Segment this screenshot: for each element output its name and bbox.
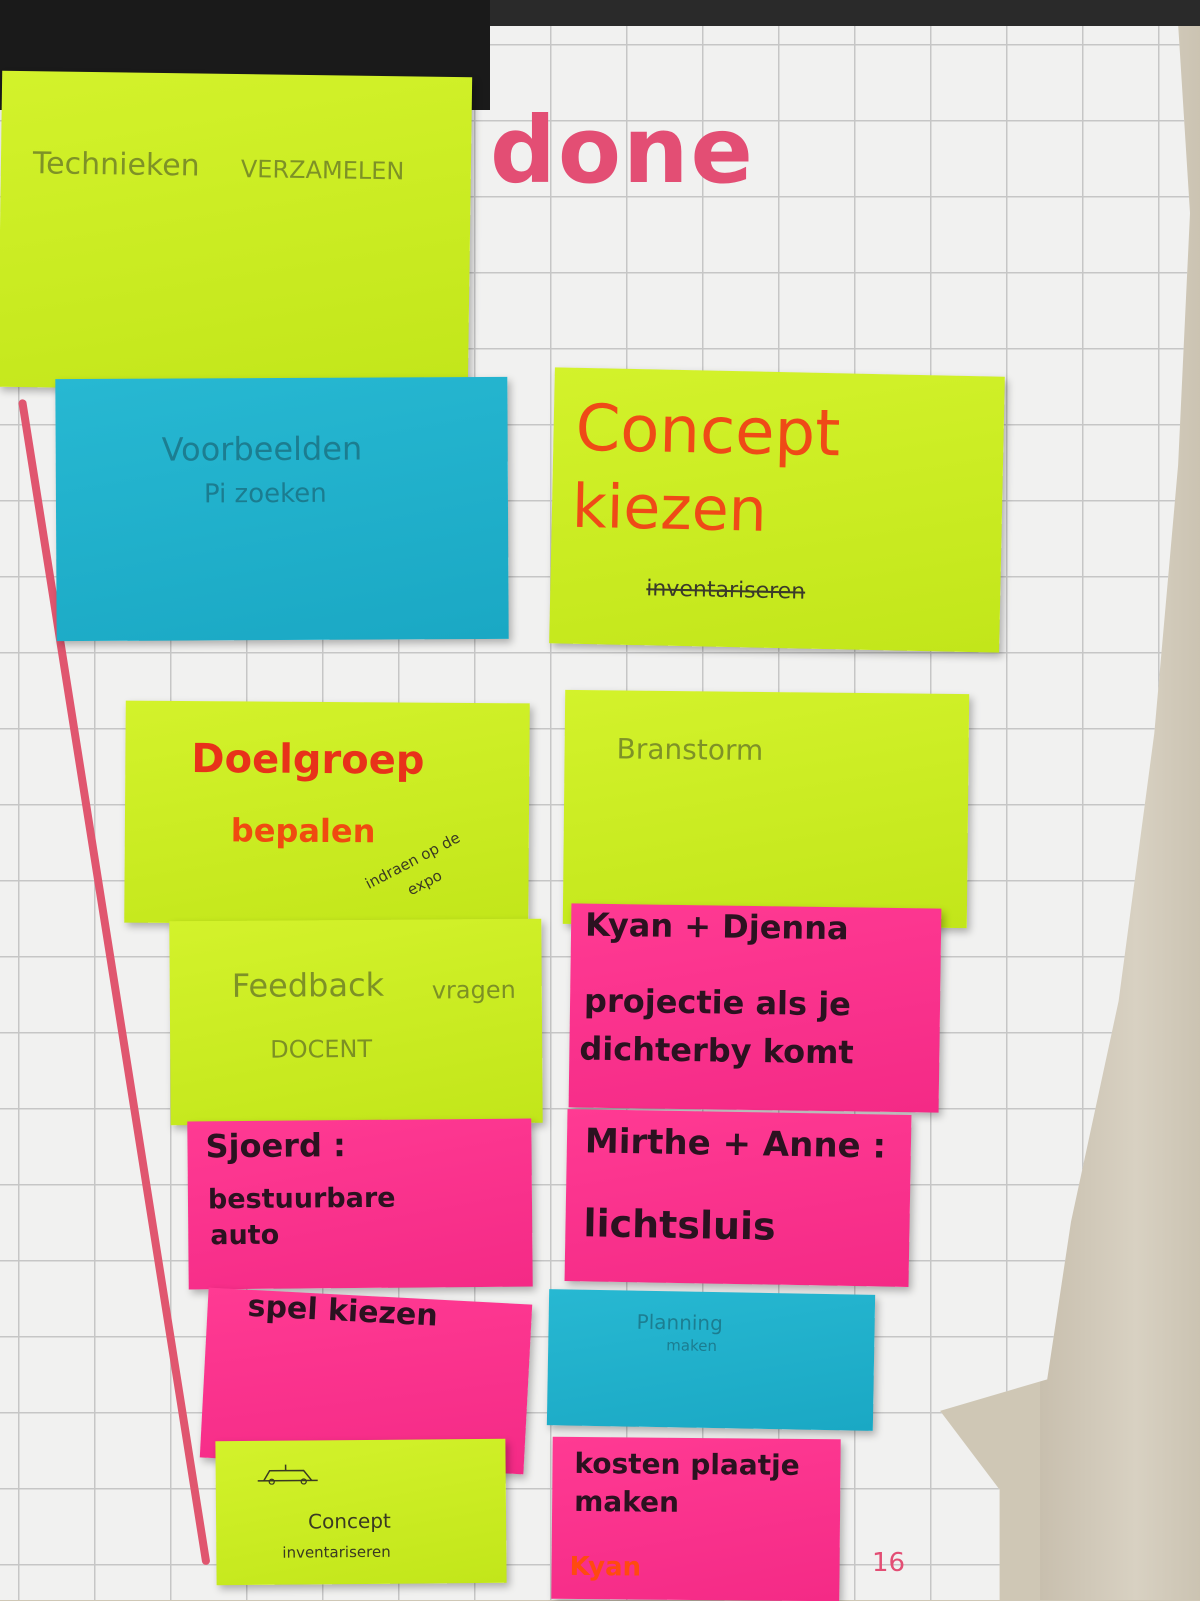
note-line: Feedback <box>231 965 385 1005</box>
sticky-note-projection[interactable]: Kyan + Djenna projectie als je dichterby… <box>568 903 942 1113</box>
sticky-note-planning[interactable]: Planning maken <box>546 1289 876 1431</box>
note-line: auto <box>210 1219 280 1252</box>
sticky-note-examples[interactable]: Voorbeelden Pi zoeken <box>55 376 509 642</box>
note-line: Concept <box>574 391 842 472</box>
sticky-note-target-group[interactable]: Doelgroep bepalen indraen op de expo <box>124 700 530 926</box>
sticky-note-concept-inventory[interactable]: Concept inventariseren <box>215 1438 507 1586</box>
note-line: Planning <box>636 1309 724 1336</box>
note-line: maken <box>574 1484 680 1519</box>
black-top-strip <box>480 0 1200 26</box>
note-line: Sjoerd : <box>205 1126 346 1166</box>
note-line: Doelgroep <box>191 736 425 784</box>
sticky-note-steerable-car[interactable]: Sjoerd : bestuurbare auto <box>187 1118 533 1290</box>
sticky-note-feedback[interactable]: Feedback vragen DOCENT <box>169 918 543 1126</box>
note-line: projectie als je <box>583 981 852 1024</box>
sticky-note-concept-choose[interactable]: Concept kiezen inventariseren <box>549 367 1005 653</box>
note-line: Concept <box>307 1508 391 1534</box>
note-line: Branstorm <box>616 732 764 767</box>
note-line: dichterby komt <box>579 1029 855 1072</box>
note-line: DOCENT <box>270 1034 373 1064</box>
note-line: Kyan + Djenna <box>584 905 849 948</box>
sticky-note-brainstorm[interactable]: Branstorm <box>562 689 970 929</box>
sticky-note-techniques[interactable]: Technieken VERZAMELEN <box>0 70 473 394</box>
note-line: lichtsluis <box>583 1201 777 1249</box>
note-line: inventariseren <box>282 1542 391 1562</box>
note-line: bepalen <box>230 811 376 851</box>
sticky-note-light-lock[interactable]: Mirthe + Anne : lichtsluis <box>564 1109 912 1287</box>
note-line: kosten plaatje <box>574 1446 800 1482</box>
note-line: inventariseren <box>646 576 806 605</box>
note-line: expo <box>404 866 446 900</box>
note-line: kiezen <box>571 471 768 546</box>
page-number: 16 <box>872 1548 906 1578</box>
note-line: bestuurbare <box>207 1182 396 1216</box>
note-line: vragen <box>431 975 516 1005</box>
sticky-note-cost-overview[interactable]: kosten plaatje maken Kyan <box>551 1436 841 1601</box>
note-line: VERZAMELEN <box>240 155 405 186</box>
column-heading: done <box>490 97 755 204</box>
note-line: maken <box>666 1336 718 1356</box>
note-line: Pi zoeken <box>203 478 327 510</box>
note-line: Kyan <box>569 1551 642 1583</box>
note-line: Voorbeelden <box>161 429 363 469</box>
note-line: Technieken <box>32 146 200 184</box>
note-line: Mirthe + Anne : <box>584 1121 887 1167</box>
car-sketch-icon <box>257 1464 318 1485</box>
